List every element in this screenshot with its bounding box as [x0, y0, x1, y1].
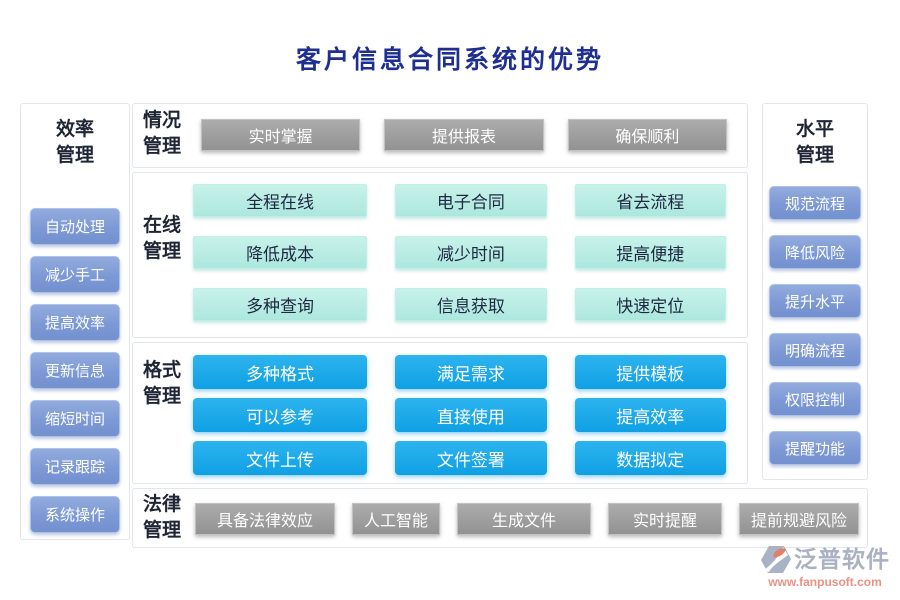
format-button[interactable]: 直接使用: [395, 398, 547, 432]
legal-section-label: 法律管理: [142, 494, 181, 542]
format-button[interactable]: 文件上传: [193, 441, 368, 475]
situation-button[interactable]: 提供报表: [384, 119, 544, 151]
situation-button-row: 实时掌握 提供报表 确保顺利: [201, 119, 727, 151]
online-button[interactable]: 全程在线: [193, 184, 368, 217]
legal-section: 法律管理 具备法律效应 人工智能 生成文件 实时提醒 提前规避风险: [132, 488, 868, 548]
online-button[interactable]: 快速定位: [574, 288, 726, 321]
level-button[interactable]: 规范流程: [769, 186, 861, 220]
format-button[interactable]: 提高效率: [574, 398, 726, 432]
level-button[interactable]: 提醒功能: [769, 431, 861, 465]
legal-button[interactable]: 提前规避风险: [739, 503, 859, 535]
level-button[interactable]: 明确流程: [769, 333, 861, 367]
efficiency-button[interactable]: 记录跟踪: [30, 448, 120, 485]
online-button-grid: 全程在线 电子合同 省去流程 降低成本 减少时间 提高便捷 多种查询 信息获取 …: [193, 184, 726, 321]
format-button[interactable]: 数据拟定: [574, 441, 726, 475]
situation-button[interactable]: 确保顺利: [567, 119, 727, 151]
format-section-label: 格式管理: [142, 360, 181, 408]
online-section-label: 在线管理: [142, 215, 181, 263]
legal-button[interactable]: 生成文件: [457, 503, 591, 535]
efficiency-button-list: 自动处理 减少手工 提高效率 更新信息 缩短时间 记录跟踪 系统操作: [21, 208, 129, 533]
online-button[interactable]: 电子合同: [395, 184, 547, 217]
level-panel: 水平管理 规范流程 降低风险 提升水平 明确流程 权限控制 提醒功能: [762, 103, 868, 480]
efficiency-button[interactable]: 提高效率: [30, 304, 120, 341]
level-button[interactable]: 降低风险: [769, 235, 861, 269]
legal-button[interactable]: 实时提醒: [608, 503, 722, 535]
level-panel-title: 水平管理: [795, 119, 834, 167]
format-section: 格式管理 多种格式 满足需求 提供模板 可以参考 直接使用 提高效率 文件上传 …: [132, 342, 748, 484]
online-button[interactable]: 省去流程: [574, 184, 726, 217]
online-button[interactable]: 减少时间: [395, 236, 547, 269]
format-button[interactable]: 文件签署: [395, 441, 547, 475]
level-button-list: 规范流程 降低风险 提升水平 明确流程 权限控制 提醒功能: [763, 186, 867, 465]
brand-name: 泛普软件: [794, 547, 890, 572]
situation-button[interactable]: 实时掌握: [201, 119, 361, 151]
format-button[interactable]: 可以参考: [193, 398, 368, 432]
format-button[interactable]: 满足需求: [395, 355, 547, 389]
format-button[interactable]: 提供模板: [574, 355, 726, 389]
efficiency-button[interactable]: 缩短时间: [30, 400, 120, 437]
efficiency-button[interactable]: 自动处理: [30, 208, 120, 245]
brand-url[interactable]: www.fanpusoft.com: [768, 575, 882, 589]
online-button[interactable]: 信息获取: [395, 288, 547, 321]
situation-section: 情况管理 实时掌握 提供报表 确保顺利: [132, 103, 748, 168]
efficiency-button[interactable]: 减少手工: [30, 256, 120, 293]
format-button-grid: 多种格式 满足需求 提供模板 可以参考 直接使用 提高效率 文件上传 文件签署 …: [193, 355, 726, 475]
efficiency-panel: 效率管理 自动处理 减少手工 提高效率 更新信息 缩短时间 记录跟踪 系统操作: [20, 103, 130, 540]
level-button[interactable]: 权限控制: [769, 382, 861, 416]
efficiency-button[interactable]: 系统操作: [30, 496, 120, 533]
legal-button[interactable]: 人工智能: [352, 503, 440, 535]
page-title: 客户信息合同系统的优势: [295, 47, 604, 74]
online-section: 在线管理 全程在线 电子合同 省去流程 降低成本 减少时间 提高便捷 多种查询 …: [132, 172, 748, 338]
legal-button[interactable]: 具备法律效应: [195, 503, 335, 535]
legal-button-row: 具备法律效应 人工智能 生成文件 实时提醒 提前规避风险: [195, 503, 859, 535]
online-button[interactable]: 提高便捷: [574, 236, 726, 269]
brand-footer: 泛普软件 www.fanpusoft.com: [760, 545, 890, 588]
format-button[interactable]: 多种格式: [193, 355, 368, 389]
efficiency-button[interactable]: 更新信息: [30, 352, 120, 389]
efficiency-panel-title: 效率管理: [55, 119, 94, 167]
online-button[interactable]: 多种查询: [193, 288, 368, 321]
online-button[interactable]: 降低成本: [193, 236, 368, 269]
fanpu-logo-icon: [760, 545, 792, 574]
situation-section-label: 情况管理: [142, 110, 181, 158]
level-button[interactable]: 提升水平: [769, 284, 861, 318]
